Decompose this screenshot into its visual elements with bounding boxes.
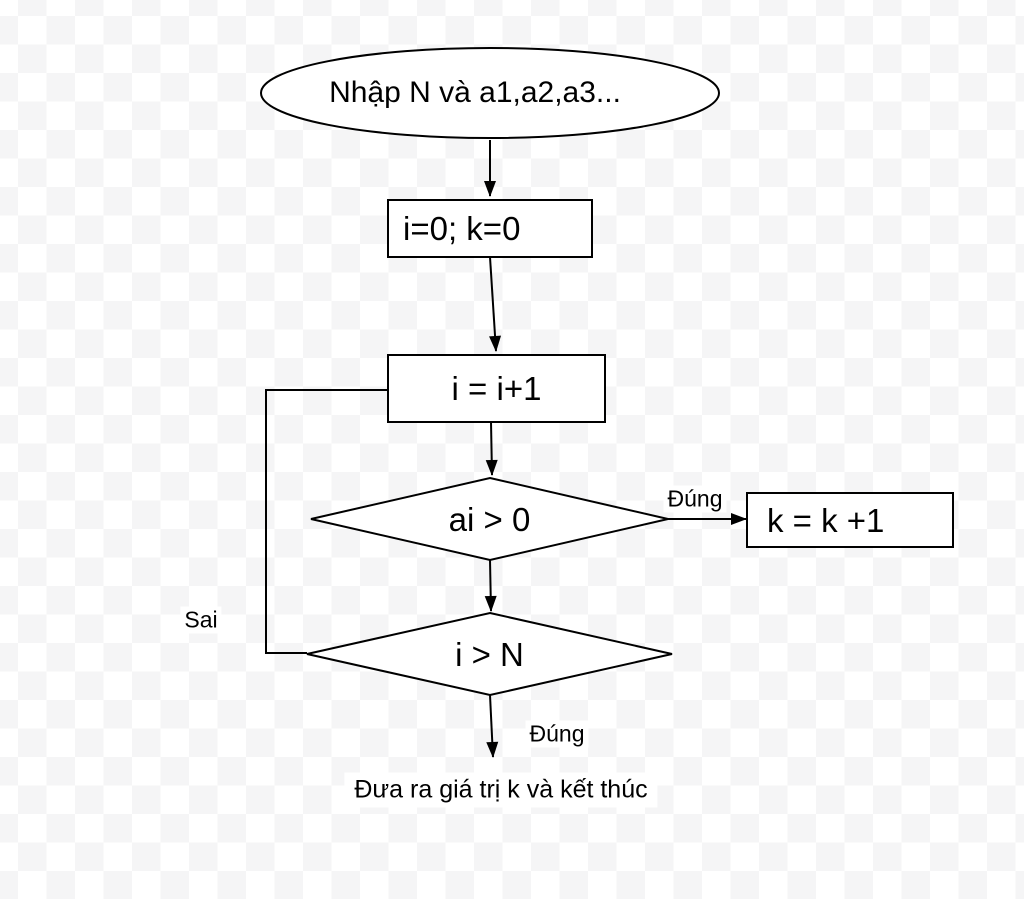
increment-k-rect [746, 492, 954, 548]
edge-label-false: Sai [180, 606, 222, 634]
edge-loop-false [265, 389, 388, 654]
edge-init-to-increment-i [489, 256, 502, 352]
edge-increment-i-to-decision-ai [485, 421, 498, 476]
start-ellipse [260, 47, 720, 139]
increment-i-node-label: i = i+1 [451, 370, 542, 407]
init-rect [387, 199, 593, 258]
edge-label-true-right: Đúng [663, 485, 727, 513]
end-note-label: Đưa ra giá trị k và kết thúc [344, 772, 658, 808]
decision-i-node-label: i > N [455, 635, 524, 673]
decision-ai-node-label: ai > 0 [448, 500, 531, 538]
decision-i-diamond [306, 611, 673, 697]
edge-decision-i-true [486, 694, 499, 758]
increment-i-rect [387, 354, 606, 423]
increment-k-node-label: k = k +1 [767, 501, 885, 539]
init-node-label: i=0; k=0 [403, 210, 521, 247]
decision-ai-diamond [310, 476, 669, 562]
edge-label-true-down: Đúng [525, 720, 589, 748]
edge-decision-ai-to-decision-i [484, 559, 497, 612]
start-node-label: Nhập N và a1,a2,a3... [329, 76, 621, 109]
